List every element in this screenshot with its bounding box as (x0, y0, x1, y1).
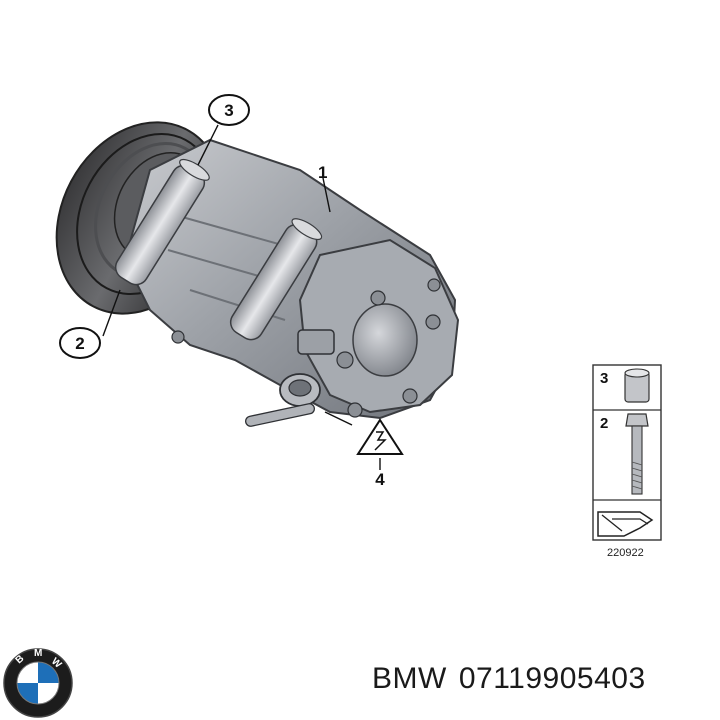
callout-2-badge: 2 (59, 327, 101, 359)
callout-leaders (102, 124, 381, 470)
part-number: 07119905403 (458, 662, 646, 695)
callout-3: 3 (224, 101, 233, 120)
mounting-tube-front (114, 158, 210, 286)
ac-compressor-illustration (55, 121, 460, 427)
mounting-tube-rear (229, 218, 323, 341)
refrigerant-port (245, 373, 321, 427)
bolt-icon (625, 413, 649, 495)
callout-3-badge: 3 (208, 94, 250, 126)
parts-legend: 3 2 220922 (592, 364, 662, 559)
brand-name: BMW (372, 662, 447, 695)
legend-row-number: 3 (600, 370, 608, 387)
legend-row-number: 2 (600, 415, 608, 432)
rear-cover (352, 303, 418, 377)
callout-4: 4 (375, 470, 385, 489)
bmw-logo-icon: B M W (3, 648, 73, 718)
electrical-connector (297, 329, 354, 369)
diagram-code: 220922 (607, 547, 644, 559)
callout-2: 2 (75, 334, 84, 353)
arrow-icon (597, 511, 654, 537)
callout-1: 1 (318, 163, 327, 182)
electrical-warning-symbol (356, 418, 404, 455)
housing-bolts (171, 278, 441, 418)
sleeve-icon (624, 368, 650, 403)
part-caption: BMW 07119905403 (372, 662, 658, 696)
svg-text:M: M (34, 648, 42, 659)
plug-icon (374, 431, 387, 451)
